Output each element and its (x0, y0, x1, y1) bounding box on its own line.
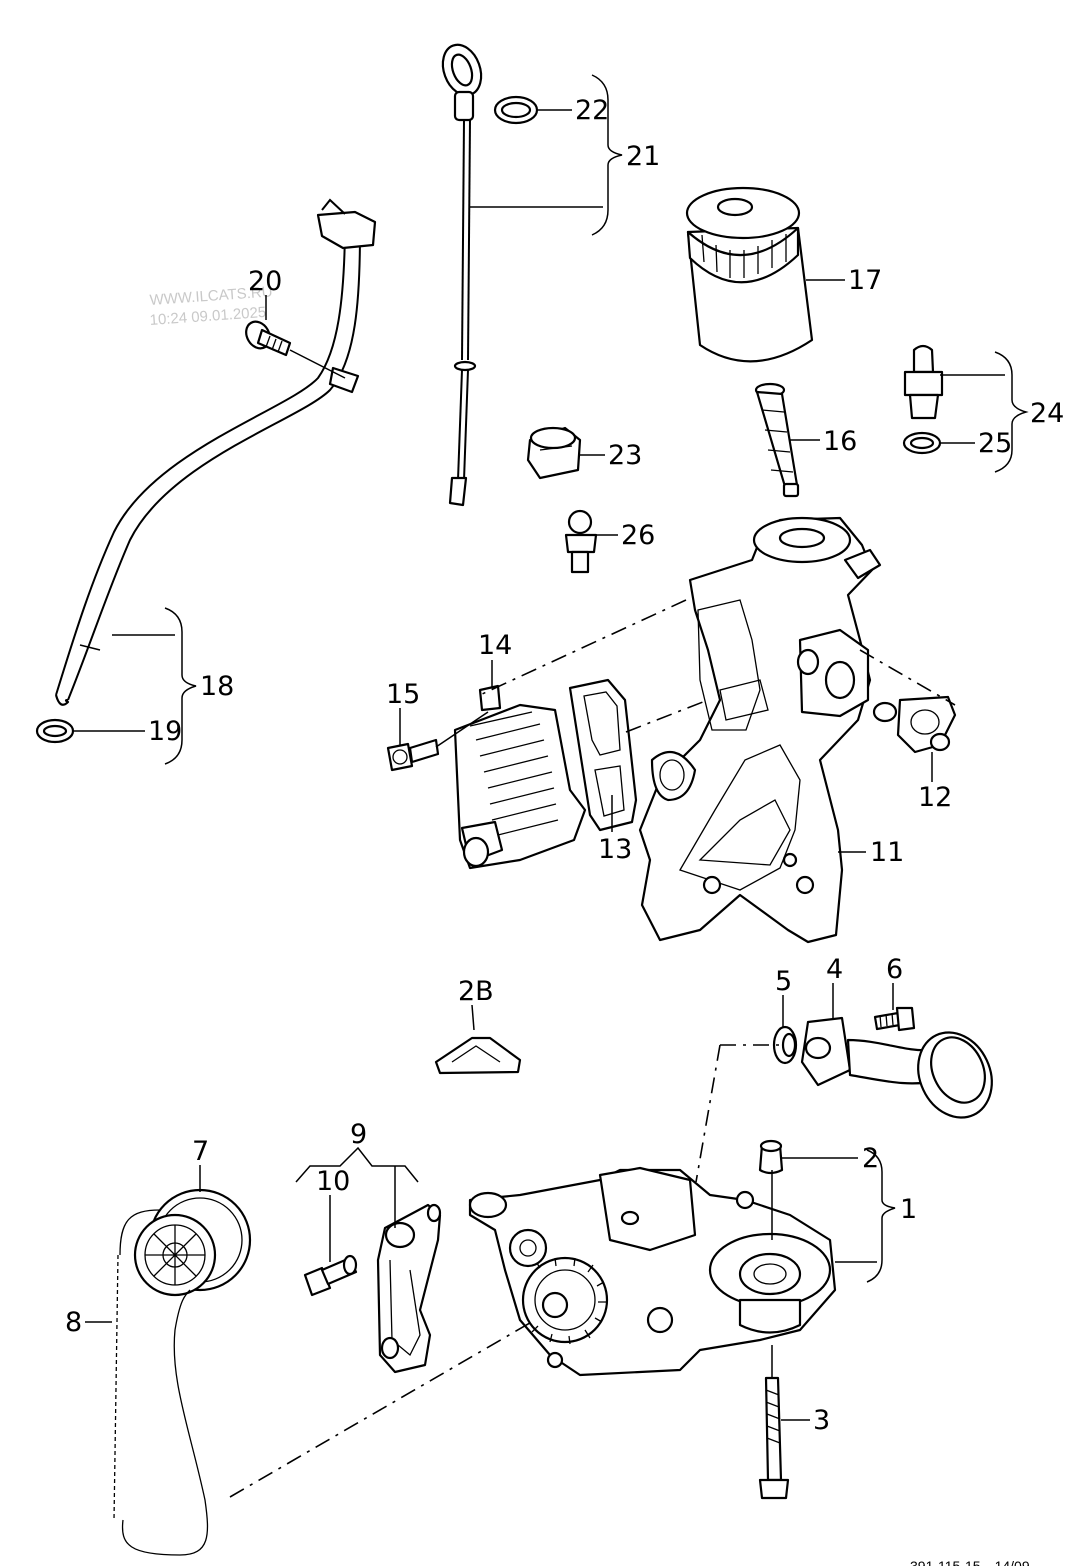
part-gasket-13[interactable] (568, 678, 638, 832)
callout-18[interactable]: 18 (200, 671, 234, 702)
part-o-ring-19[interactable] (35, 718, 75, 744)
callout-25[interactable]: 25 (978, 428, 1012, 459)
part-gasket-12[interactable] (872, 695, 957, 754)
part-suction-pipe-4[interactable] (800, 1016, 1005, 1130)
callout-15[interactable]: 15 (386, 679, 420, 710)
callout-13[interactable]: 13 (598, 834, 632, 865)
part-oil-filter[interactable] (685, 186, 814, 363)
callout-1[interactable]: 1 (900, 1194, 917, 1225)
callout-16[interactable]: 16 (823, 426, 857, 457)
part-bolt-20[interactable] (241, 317, 292, 357)
callout-11[interactable]: 11 (870, 837, 904, 868)
part-bolt-15[interactable] (386, 711, 489, 772)
callout-17[interactable]: 17 (848, 265, 882, 296)
part-oil-cooler-14[interactable] (453, 684, 587, 870)
part-2b[interactable] (434, 1004, 522, 1075)
callout-7[interactable]: 7 (192, 1136, 209, 1167)
part-filter-housing-bracket-11[interactable] (638, 516, 882, 944)
leader-lines (74, 74, 1029, 1421)
footer-code: 391-115-15…14/09 (910, 1558, 1030, 1566)
callout-20[interactable]: 20 (248, 266, 282, 297)
callout-8[interactable]: 8 (65, 1307, 82, 1338)
part-bolt-10[interactable] (303, 1254, 358, 1297)
callout-9[interactable]: 9 (350, 1119, 367, 1150)
callout-23[interactable]: 23 (608, 440, 642, 471)
part-valve-24[interactable] (903, 344, 944, 420)
part-tensioner-9[interactable] (376, 1203, 442, 1374)
part-seal-25[interactable] (902, 431, 942, 455)
callout-19[interactable]: 19 (148, 716, 182, 747)
callout-labels: 22 21 17 20 24 16 25 23 26 14 18 15 19 1… (65, 95, 1064, 1436)
part-filter-element-16[interactable] (754, 382, 800, 498)
callout-2[interactable]: 2 (862, 1143, 879, 1174)
callout-22[interactable]: 22 (575, 95, 609, 126)
callout-4[interactable]: 4 (826, 954, 843, 985)
part-sprocket-7[interactable] (133, 1188, 252, 1297)
callout-14[interactable]: 14 (478, 630, 512, 661)
part-chain-8[interactable] (113, 1209, 209, 1556)
callout-21[interactable]: 21 (626, 141, 660, 172)
part-bolt-3[interactable] (758, 1345, 790, 1500)
part-pressure-switch-26[interactable] (564, 509, 598, 574)
callout-3[interactable]: 3 (813, 1405, 830, 1436)
callout-12[interactable]: 12 (918, 782, 952, 813)
callout-5[interactable]: 5 (775, 966, 792, 997)
assembly-lines (229, 599, 956, 1498)
part-dipstick[interactable] (436, 39, 488, 507)
callout-10[interactable]: 10 (316, 1166, 350, 1197)
part-23[interactable] (526, 426, 582, 480)
part-bolt-6[interactable] (873, 1006, 916, 1032)
callout-2b[interactable]: 2B (458, 976, 494, 1007)
callout-6[interactable]: 6 (886, 954, 903, 985)
callout-24[interactable]: 24 (1030, 398, 1064, 429)
callout-26[interactable]: 26 (621, 520, 655, 551)
part-dipstick-guide-tube[interactable] (54, 198, 377, 706)
part-o-ring-5[interactable] (772, 1025, 798, 1065)
part-sleeve-2[interactable] (758, 1139, 784, 1240)
part-seal-ring-22[interactable] (493, 95, 539, 125)
part-oil-pump-1[interactable] (468, 1166, 837, 1377)
